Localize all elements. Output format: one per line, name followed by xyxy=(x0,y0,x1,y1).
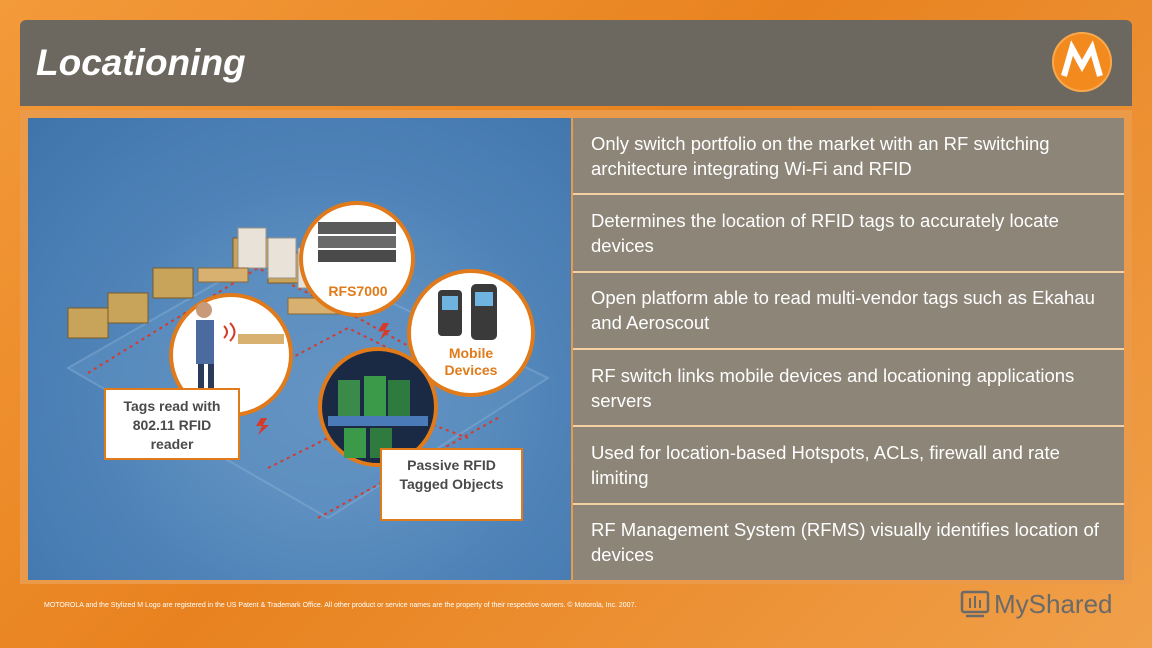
rfid-warehouse-diagram: RFS7000 Mobile Devices Tags read with 80… xyxy=(28,118,571,580)
bullet-item: RF Management System (RFMS) visually ide… xyxy=(573,504,1124,580)
legal-footnote: MOTOROLA and the Stylized M Logo are reg… xyxy=(44,602,637,609)
myshared-logo-icon xyxy=(960,590,990,618)
mobile-devices-line-2: Devices xyxy=(444,362,498,378)
bullet-text: Open platform able to read multi-vendor … xyxy=(591,287,1095,334)
slide-content: RFS7000 Mobile Devices Tags read with 80… xyxy=(20,110,1132,584)
bullet-text: Only switch portfolio on the market with… xyxy=(591,132,1050,179)
mobile-devices-line-1: Mobile xyxy=(448,345,494,361)
bullet-item: Determines the location of RFID tags to … xyxy=(573,195,1124,273)
slide-title: Locationing xyxy=(36,42,246,83)
rfs7000-label: RFS7000 xyxy=(328,283,388,299)
tags-reader-callout: Tags read with 802.11 RFID reader xyxy=(104,388,240,460)
passive-rfid-line-1: Passive RFID xyxy=(407,457,496,473)
bullet-text: RF Management System (RFMS) visually ide… xyxy=(591,519,1099,566)
tags-reader-line-1: Tags read with xyxy=(123,398,221,414)
bullet-item: Used for location-based Hotspots, ACLs, … xyxy=(573,427,1124,505)
motorola-logo-icon xyxy=(1052,32,1112,92)
mobile-devices-label: Mobile Devices xyxy=(431,345,511,379)
tags-reader-line-3: reader xyxy=(150,436,194,452)
passive-rfid-line-2: Tagged Objects xyxy=(399,476,504,492)
bullet-text: Used for location-based Hotspots, ACLs, … xyxy=(591,441,1060,488)
bullet-text: Determines the location of RFID tags to … xyxy=(591,209,1059,256)
bullet-item: Open platform able to read multi-vendor … xyxy=(573,272,1124,350)
tags-reader-line-2: 802.11 RFID xyxy=(132,417,212,433)
bullet-list: Only switch portfolio on the market with… xyxy=(573,118,1124,580)
myshared-watermark[interactable]: MyShared xyxy=(960,586,1120,626)
myshared-text: MyShared xyxy=(994,589,1113,619)
bullet-item: Only switch portfolio on the market with… xyxy=(573,118,1124,196)
bullet-item: RF switch links mobile devices and locat… xyxy=(573,349,1124,428)
passive-rfid-callout: Passive RFID Tagged Objects xyxy=(380,448,523,521)
bullet-text: RF switch links mobile devices and locat… xyxy=(591,364,1075,411)
slide-header: Locationing xyxy=(20,20,1132,106)
